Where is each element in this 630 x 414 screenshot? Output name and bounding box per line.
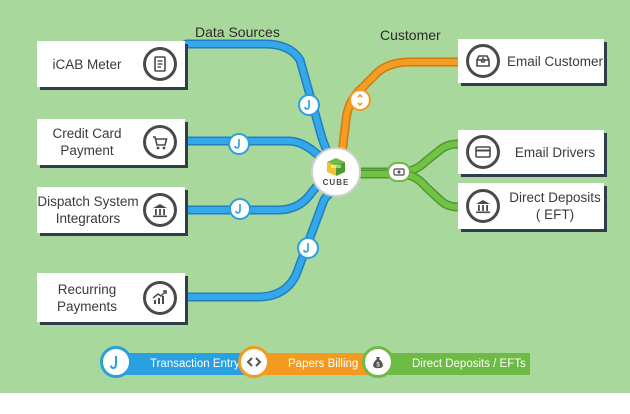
email-customer-card: Email Customer [458,39,604,83]
bank-icon [466,189,500,223]
email-inbox-icon [466,44,500,78]
bank-icon [143,193,177,227]
code-arrows-icon [238,346,270,378]
legend-transaction-entry: Transaction Entry [110,353,246,375]
credit-card-payment-card: Credit Card Payment [37,119,185,165]
chart-growth-icon [143,280,177,315]
hook-icon [297,237,319,259]
hook-icon [229,198,251,220]
diagram-canvas: Data Sources Customer iCAB Meter Credit … [0,0,630,393]
hook-icon [228,133,250,155]
data-sources-heading: Data Sources [195,24,280,40]
credit-card-payment-label: Credit Card Payment [52,126,122,158]
icab-meter-label: iCAB Meter [52,56,122,72]
bottom-margin [0,393,630,414]
email-customer-label: Email Customer [506,53,604,69]
legend-transaction-entry-label: Transaction Entry [150,358,240,370]
icab-meter-card: iCAB Meter [37,41,185,87]
legend-papers-billing: Papers Billing [248,353,372,375]
legend-direct-deposits-label: Direct Deposits / EFTs [412,358,526,370]
cube-logo-icon [327,158,345,176]
direct-deposits-card: Direct Deposits ( EFT) [458,183,604,229]
card-icon [466,135,500,169]
recurring-payments-card: Recurring Payments [37,273,185,322]
customer-heading: Customer [380,27,441,43]
dispatch-system-card: Dispatch System Integrators [37,187,185,233]
meter-icon [143,47,177,81]
cube-hub: CUBE [311,147,361,197]
dispatch-system-label: Dispatch System Integrators [37,194,139,226]
direct-deposits-label: Direct Deposits ( EFT) [509,190,601,222]
hook-icon [298,94,320,116]
legend-direct-deposits: Direct Deposits / EFTs [372,353,530,375]
recurring-payments-label: Recurring Payments [56,281,118,314]
money-bag-icon: $ [362,346,394,378]
svg-text:$: $ [376,363,380,369]
email-drivers-label: Email Drivers [514,144,596,160]
cube-hub-label: CUBE [322,178,350,187]
shopping-cart-icon [143,125,177,159]
code-arrows-icon [349,89,371,111]
money-bag-icon [387,162,411,182]
email-drivers-card: Email Drivers [458,130,604,174]
legend-papers-billing-label: Papers Billing [288,358,359,370]
hook-icon [100,346,132,378]
